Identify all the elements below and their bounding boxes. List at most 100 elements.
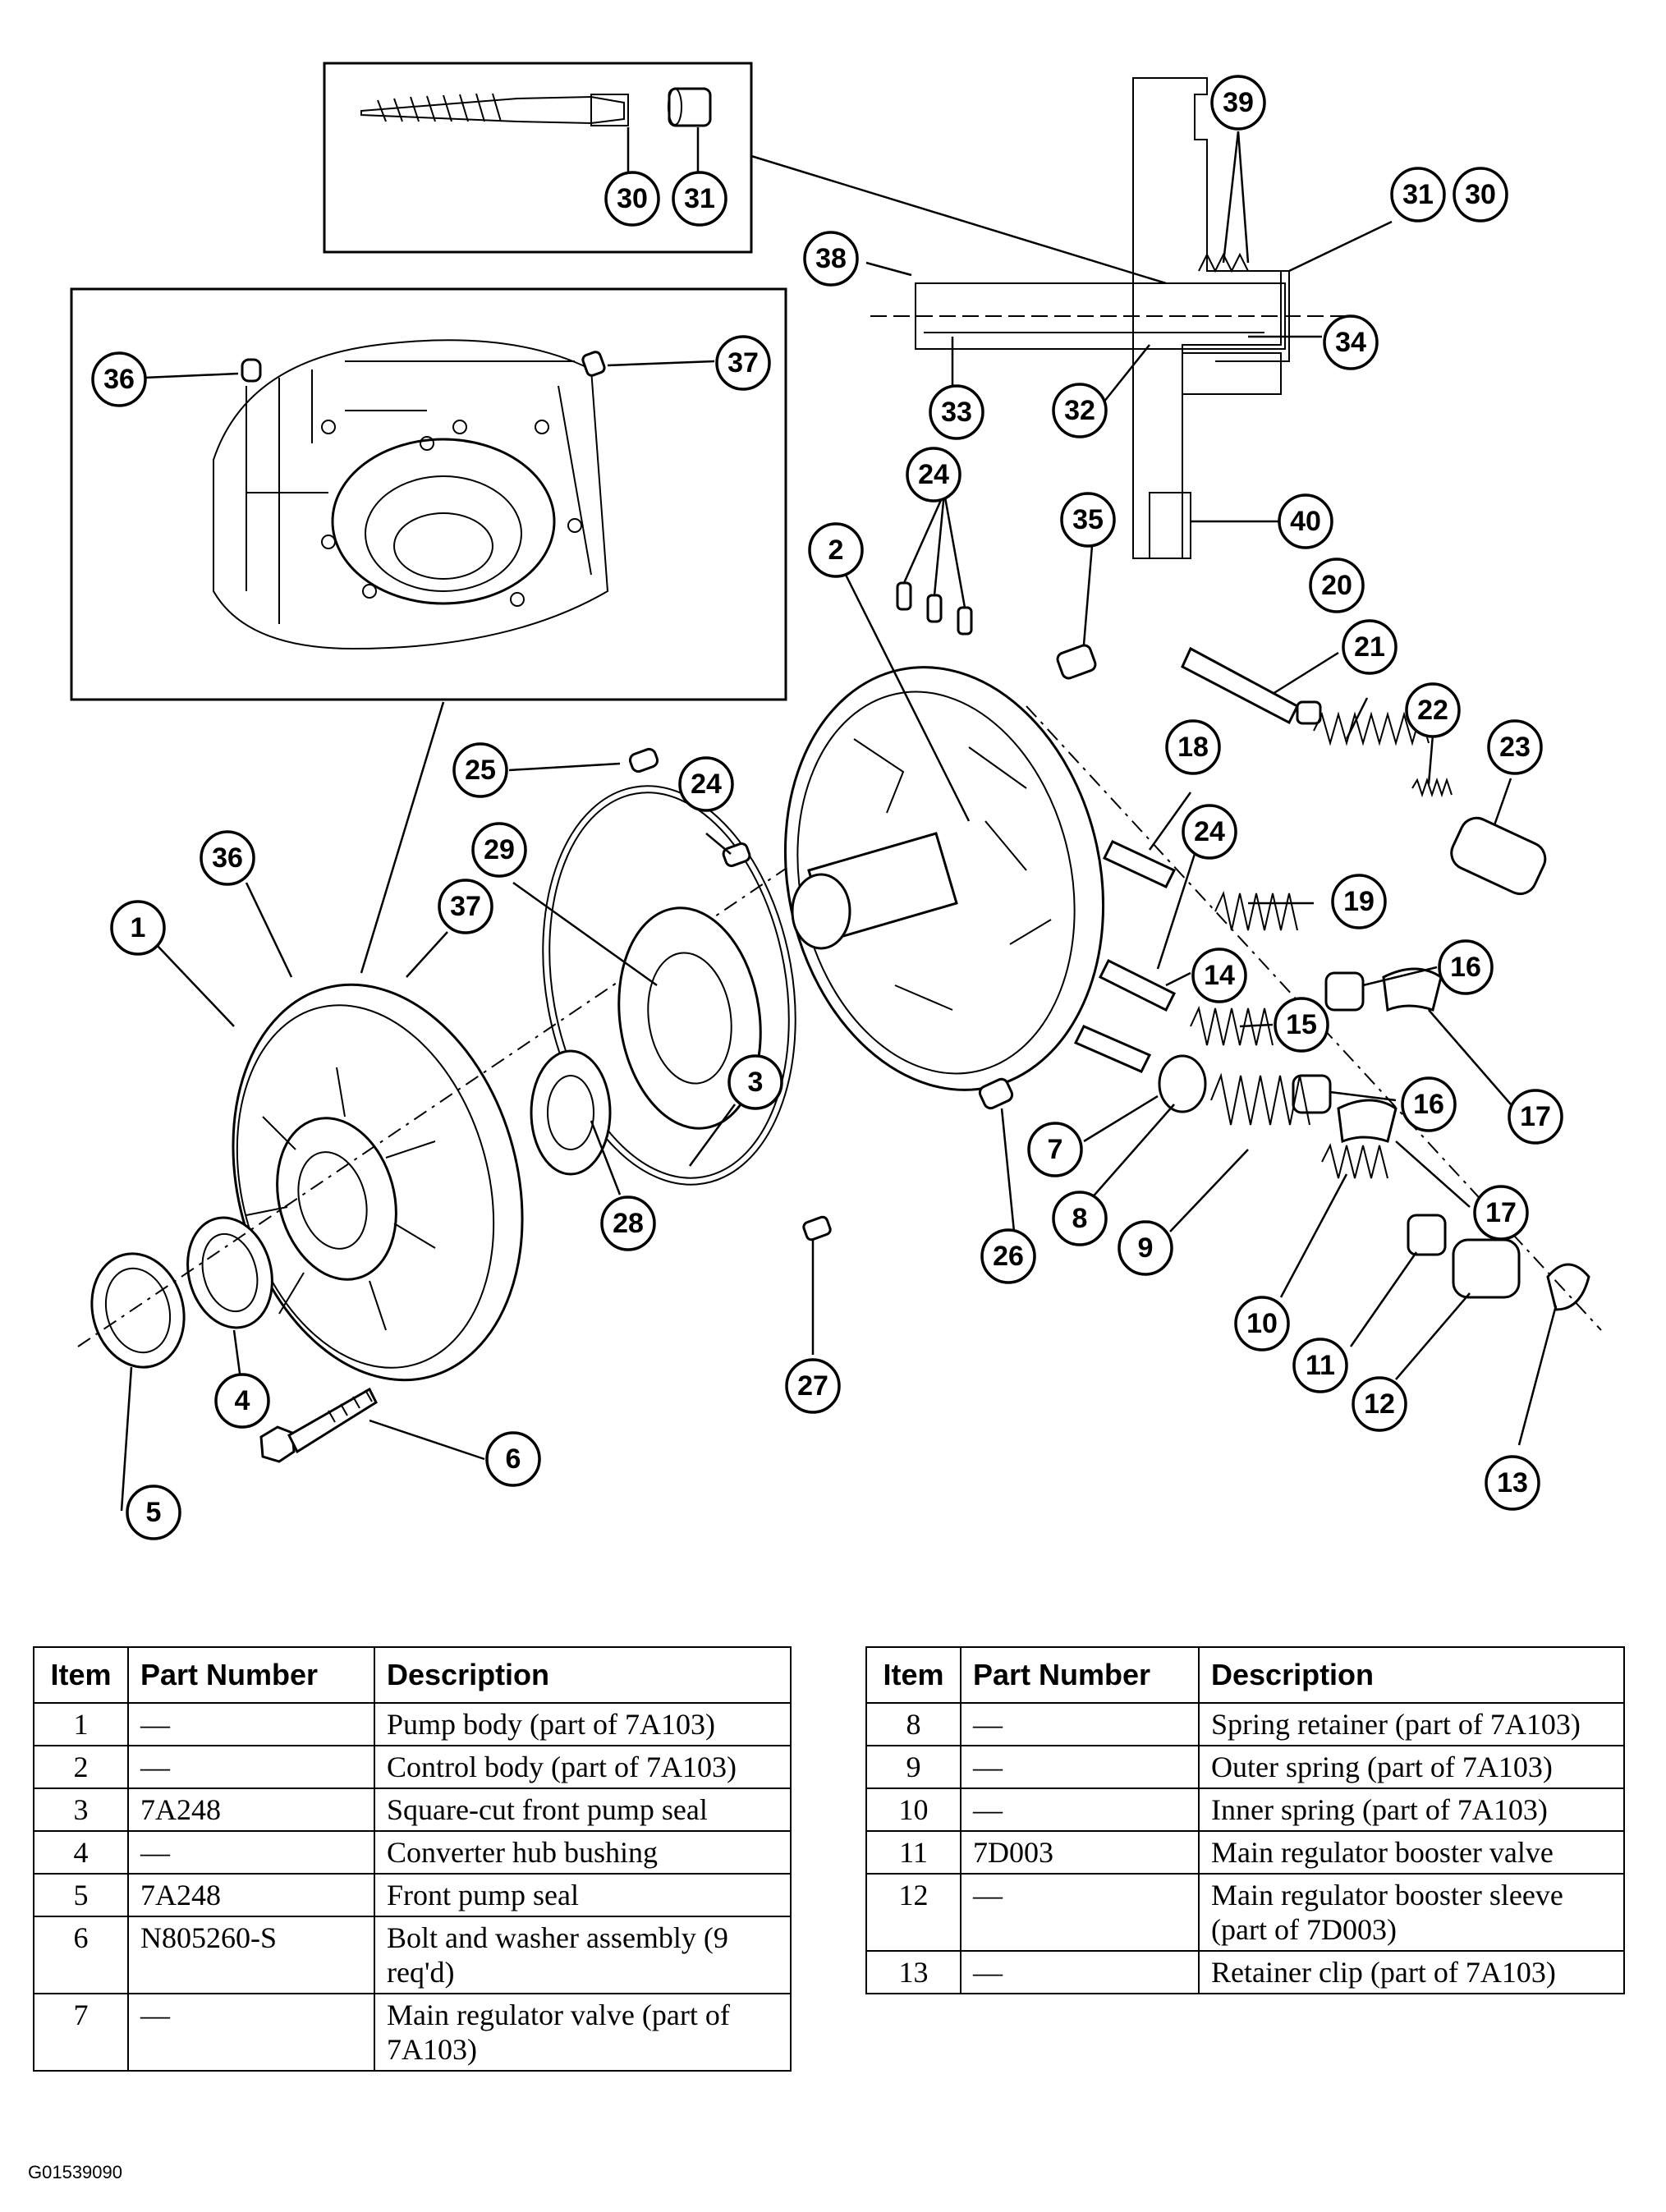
cell-part-number: 7D003 [960, 1830, 1200, 1875]
cross-section-view [870, 77, 1347, 559]
callout-33: 33 [929, 384, 984, 440]
svg-text:19: 19 [1343, 886, 1375, 917]
callout-31: 31 [1390, 167, 1446, 223]
pin-24c [957, 606, 973, 636]
callout-22: 22 [1405, 682, 1461, 738]
pump-body [232, 983, 524, 1382]
callout-37: 37 [438, 879, 493, 934]
cell-item: 2 [33, 1745, 129, 1789]
svg-text:18: 18 [1177, 732, 1209, 763]
cell-description: Square-cut front pump seal [374, 1787, 792, 1832]
callout-34: 34 [1323, 314, 1379, 370]
header-item: Item [33, 1646, 129, 1704]
svg-text:30: 30 [1465, 179, 1496, 210]
sleeve-23 [1450, 816, 1547, 896]
callout-3: 3 [727, 1054, 783, 1110]
cell-item: 1 [33, 1702, 129, 1746]
callout-24b: 24 [678, 756, 734, 812]
svg-text:24: 24 [1194, 816, 1225, 847]
spring-21 [1313, 711, 1430, 746]
callout-5: 5 [126, 1485, 181, 1540]
cell-item: 6 [33, 1916, 129, 1994]
svg-text:20: 20 [1321, 570, 1352, 601]
cell-part-number: — [960, 1787, 1200, 1832]
table-header-row: Item Part Number Description [33, 1646, 792, 1704]
svg-text:11: 11 [1306, 1350, 1335, 1381]
cell-description: Spring retainer (part of 7A103) [1198, 1702, 1625, 1746]
table-row: 8—Spring retainer (part of 7A103) [865, 1702, 1625, 1746]
cell-description: Front pump seal [374, 1873, 792, 1917]
svg-text:3: 3 [748, 1067, 764, 1098]
cell-part-number: — [960, 1745, 1200, 1789]
svg-text:29: 29 [484, 834, 515, 865]
booster-valve-11 [1407, 1214, 1447, 1256]
leader-lines [120, 131, 1558, 1512]
cell-description: Main regulator booster valve [1198, 1830, 1625, 1875]
callout-16a: 16 [1438, 939, 1494, 995]
callout-20: 20 [1309, 558, 1365, 613]
table-header-row: Item Part Number Description [865, 1646, 1625, 1704]
cell-part-number: — [127, 1993, 375, 2072]
callout-12: 12 [1352, 1376, 1407, 1432]
booster-sleeve-12 [1452, 1238, 1521, 1299]
front-pump-seal [90, 1252, 186, 1369]
svg-text:28: 28 [613, 1208, 644, 1239]
header-part-number: Part Number [960, 1646, 1200, 1704]
cell-item: 4 [33, 1830, 129, 1875]
svg-text:37: 37 [727, 347, 759, 379]
svg-text:17: 17 [1520, 1101, 1551, 1132]
inset-box-control-body-detail [70, 287, 787, 701]
bolt-washer [259, 1387, 378, 1463]
square-cut-seal [542, 785, 796, 1186]
callout-23: 23 [1487, 719, 1543, 775]
svg-text:24: 24 [691, 769, 722, 800]
callout-36-inset: 36 [91, 351, 147, 407]
cell-item: 13 [865, 1950, 962, 1994]
exploded-pump-diagram: 1 2 3 4 5 6 7 8 9 10 11 12 13 14 15 16 1… [70, 62, 1602, 1540]
header-description: Description [1198, 1646, 1625, 1704]
table-row: 4—Converter hub bushing [33, 1830, 792, 1875]
callout-29: 29 [471, 822, 527, 878]
callout-37-inset: 37 [715, 335, 771, 391]
header-description: Description [374, 1646, 792, 1704]
svg-text:6: 6 [506, 1443, 521, 1475]
pin-24b [926, 594, 943, 623]
svg-text:32: 32 [1064, 395, 1095, 426]
plug-25 [628, 747, 659, 773]
svg-text:37: 37 [450, 891, 481, 922]
svg-text:10: 10 [1246, 1308, 1278, 1339]
callout-16b: 16 [1401, 1076, 1457, 1132]
callout-1: 1 [110, 900, 166, 956]
inset-control-body [213, 339, 609, 650]
cell-description: Bolt and washer assembly (9 req'd) [374, 1916, 792, 1994]
inset-plug-37 [581, 351, 606, 377]
svg-text:7: 7 [1048, 1134, 1063, 1165]
cell-item: 12 [865, 1873, 962, 1952]
svg-text:12: 12 [1364, 1388, 1395, 1420]
svg-text:35: 35 [1072, 504, 1104, 535]
callout-8: 8 [1052, 1191, 1108, 1246]
figure-id: G01539090 [28, 2162, 122, 2182]
svg-text:24: 24 [918, 459, 949, 490]
callout-38: 38 [803, 231, 859, 287]
svg-text:36: 36 [212, 842, 243, 874]
cell-description: Control body (part of 7A103) [374, 1745, 792, 1789]
callout-24c: 24 [1182, 804, 1237, 860]
callout-30: 30 [1453, 167, 1508, 223]
outer-gear [617, 906, 762, 1130]
callout-9: 9 [1118, 1220, 1173, 1276]
table-row: 1—Pump body (part of 7A103) [33, 1702, 792, 1746]
cell-item: 9 [865, 1745, 962, 1789]
svg-text:38: 38 [815, 243, 847, 274]
callout-17a: 17 [1508, 1089, 1563, 1145]
table-row: 7—Main regulator valve (part of 7A103) [33, 1993, 792, 2072]
cell-part-number: N805260-S [127, 1916, 375, 1994]
svg-text:2: 2 [828, 535, 844, 566]
cell-part-number: — [960, 1702, 1200, 1746]
inner-gear [530, 1049, 612, 1176]
valve-20 [1181, 646, 1322, 725]
callout-40: 40 [1278, 493, 1333, 549]
svg-text:36: 36 [103, 364, 135, 395]
cell-description: Outer spring (part of 7A103) [1198, 1745, 1625, 1789]
table-row: 12—Main regulator booster sleeve (part o… [865, 1873, 1625, 1952]
